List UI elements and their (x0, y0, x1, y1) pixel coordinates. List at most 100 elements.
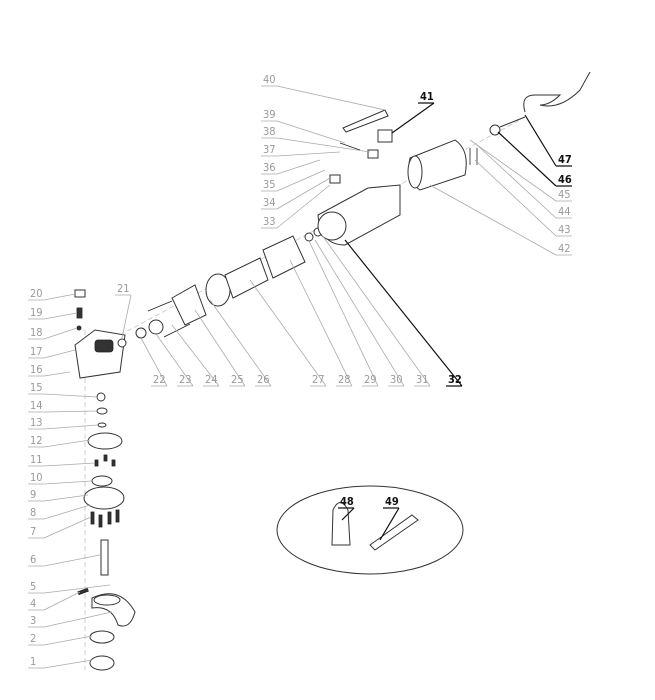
side-handle (331, 502, 351, 546)
gear-head-housing (74, 329, 126, 379)
leader-line-19 (28, 312, 78, 320)
part-label-38: 38 (263, 125, 276, 138)
part-label-27: 27 (312, 373, 325, 386)
leader-line-18 (28, 327, 78, 340)
part-label-11: 11 (30, 453, 43, 466)
brush-holder-34 (329, 174, 341, 184)
leader-line-8 (28, 504, 91, 520)
switch-lever (342, 109, 389, 133)
part-label-25: 25 (231, 373, 244, 386)
part-label-6: 6 (30, 553, 36, 566)
part-label-47: 47 (558, 153, 572, 166)
bevel-gear (87, 432, 123, 450)
part-label-49: 49 (385, 495, 399, 508)
leader-line-21 (115, 294, 132, 339)
part-label-7: 7 (30, 525, 36, 538)
leader-line-2 (28, 635, 93, 646)
leader-line-46 (497, 131, 572, 187)
leader-line-20 (28, 293, 76, 301)
lock-button (74, 289, 86, 298)
screw-24 (163, 323, 191, 338)
part-label-22: 22 (153, 373, 166, 386)
capacitor-38 (367, 149, 379, 159)
part-label-8: 8 (30, 506, 36, 519)
inner-flange (89, 630, 115, 644)
leader-line-4 (28, 591, 81, 611)
leader-line-34 (261, 177, 331, 210)
leader-line-48 (338, 507, 355, 521)
part-label-48: 48 (340, 495, 354, 508)
part-label-43: 43 (558, 223, 571, 236)
ring-14 (96, 407, 108, 415)
leader-line-29 (308, 240, 379, 387)
leader-line-43 (474, 159, 572, 237)
part-label-13: 13 (30, 416, 43, 429)
part-label-15: 15 (30, 381, 43, 394)
leader-line-12 (28, 439, 91, 448)
leader-line-14 (28, 410, 98, 413)
leader-line-35 (261, 169, 326, 192)
leader-line-16 (28, 371, 71, 377)
part-label-1: 1 (30, 655, 36, 668)
leader-line-36 (261, 159, 321, 175)
part-label-20: 20 (30, 287, 43, 300)
part-label-12: 12 (30, 434, 43, 447)
leader-line-28 (289, 259, 353, 387)
part-label-31: 31 (416, 373, 429, 386)
part-label-26: 26 (257, 373, 270, 386)
screws-11 (94, 454, 116, 467)
part-label-14: 14 (30, 399, 43, 412)
part-label-39: 39 (263, 108, 276, 121)
leader-line-27 (249, 279, 327, 387)
spring (76, 307, 83, 319)
leader-line-37 (261, 151, 341, 157)
leader-line-49 (379, 507, 400, 541)
part-label-19: 19 (30, 306, 43, 319)
leader-line-25 (194, 309, 246, 387)
part-label-32: 32 (448, 373, 462, 386)
guard-clamp (93, 594, 121, 606)
part-label-2: 2 (30, 632, 36, 645)
leader-line-9 (28, 494, 89, 502)
bearing-22 (135, 327, 147, 339)
leader-line-40 (261, 85, 386, 111)
leader-line-26 (209, 299, 272, 387)
part-label-37: 37 (263, 143, 276, 156)
leader-line-10 (28, 480, 93, 485)
armature (224, 257, 269, 299)
stator (262, 235, 306, 279)
bearing-29 (304, 232, 314, 242)
power-cord (523, 71, 591, 113)
leader-line-30 (314, 239, 405, 387)
spindle (100, 539, 109, 576)
leader-line-47 (524, 114, 572, 167)
screw-4 (77, 587, 89, 596)
baffle-plate (171, 284, 207, 326)
pin-wrench (369, 514, 419, 551)
leader-line-22 (140, 337, 168, 387)
washer-18 (76, 325, 82, 331)
washer-13 (97, 422, 107, 428)
leader-line-42 (429, 184, 572, 256)
outer-nut (89, 655, 115, 671)
part-label-35: 35 (263, 178, 276, 191)
part-label-45: 45 (558, 188, 571, 201)
leader-line-15 (28, 393, 98, 398)
part-label-18: 18 (30, 326, 43, 339)
leader-line-7 (28, 516, 92, 539)
part-label-34: 34 (263, 196, 276, 209)
leader-line-38 (261, 137, 371, 153)
bearing-23 (148, 319, 164, 335)
leader-line-44 (476, 144, 572, 219)
leader-line-32 (344, 239, 463, 387)
leader-line-13 (28, 424, 99, 430)
leader-line-11 (28, 462, 96, 467)
leader-line-23 (155, 333, 194, 387)
screw-24b (147, 300, 173, 312)
leader-line-33 (261, 184, 331, 229)
leader-line-45 (469, 139, 572, 202)
part-label-21: 21 (117, 282, 130, 295)
part-label-9: 9 (30, 488, 36, 501)
